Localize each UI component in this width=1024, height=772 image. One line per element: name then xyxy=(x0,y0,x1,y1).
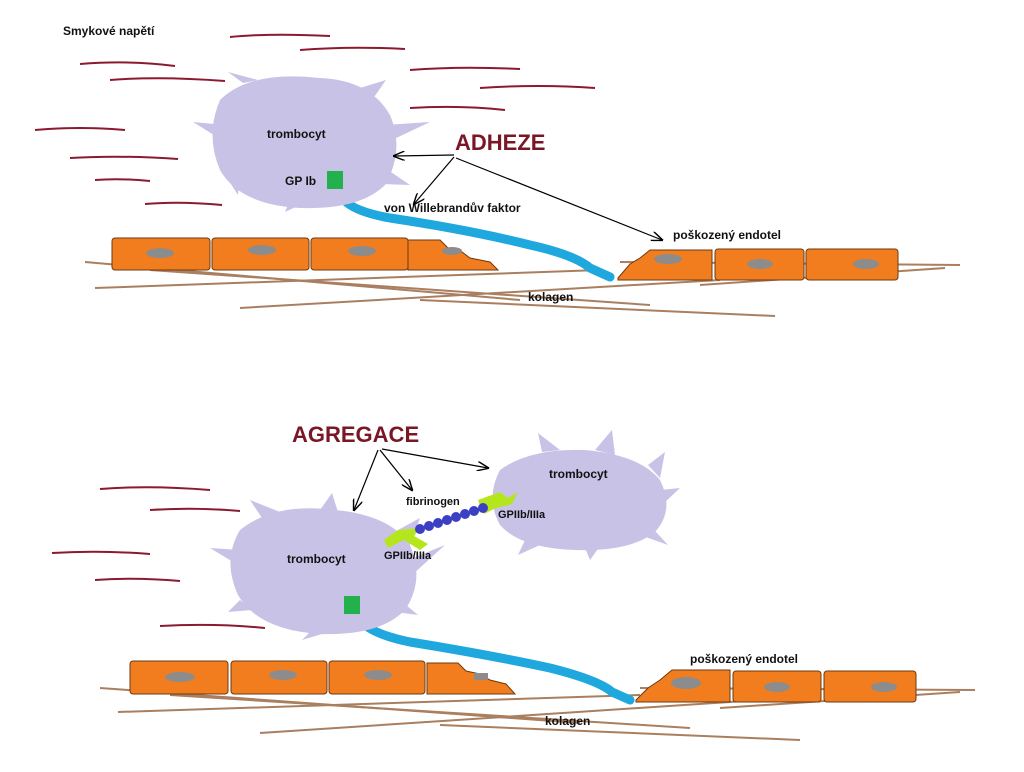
collagen-label-top: kolagen xyxy=(528,290,573,304)
gp2b3a-receptor-left xyxy=(384,528,428,550)
fibrinogen-label: fibrinogen xyxy=(406,496,460,508)
gp-ib-receptor-bottom xyxy=(344,596,360,614)
vwf-label: von Willebrandův faktor xyxy=(384,201,521,215)
platelet-label-right: trombocyt xyxy=(549,467,608,481)
shear-lines-top xyxy=(34,33,596,206)
aggregation-panel: AGREGACE trombocyt fibrinogen GPIIb/IIIa… xyxy=(99,422,976,741)
aggregation-title: AGREGACE xyxy=(292,422,419,447)
platelet-bottom-right xyxy=(492,430,680,560)
platelet-top xyxy=(193,72,430,212)
gp2b3a-label-left: GPIIb/IIIa xyxy=(384,550,432,562)
gp-ib-label: GP Ib xyxy=(285,174,316,188)
adhesion-panel: Smykové napětí trombocyt GP Ib ADHEZE vo… xyxy=(63,24,961,317)
shear-stress-label: Smykové napětí xyxy=(63,24,155,38)
damaged-endothelium-label-top: poškozený endotel xyxy=(673,228,781,242)
adhesion-arrows xyxy=(394,155,662,240)
platelet-label-left: trombocyt xyxy=(287,552,346,566)
vwf-strand-bottom xyxy=(353,610,635,705)
platelet-bottom-left xyxy=(210,493,445,640)
vwf-strand-top xyxy=(335,188,615,282)
endothelium-left-bottom xyxy=(129,660,517,695)
endothelium-right-bottom xyxy=(635,669,917,703)
aggregation-arrows xyxy=(354,448,488,510)
damaged-endothelium-label-bottom: poškozený endotel xyxy=(690,652,798,666)
platelet-label-top: trombocyt xyxy=(267,127,326,141)
endothelium-left-top xyxy=(111,237,500,271)
gp2b3a-label-right: GPIIb/IIIa xyxy=(498,509,546,521)
gp2b3a-receptor-right xyxy=(478,492,518,514)
endothelium-right-top xyxy=(617,248,899,281)
fibrinogen-chain xyxy=(415,503,488,534)
shear-lines-bottom xyxy=(51,486,266,629)
collagen-label-bottom: kolagen xyxy=(545,714,590,728)
gp-ib-receptor-top xyxy=(327,171,343,189)
adhesion-title: ADHEZE xyxy=(455,130,545,155)
